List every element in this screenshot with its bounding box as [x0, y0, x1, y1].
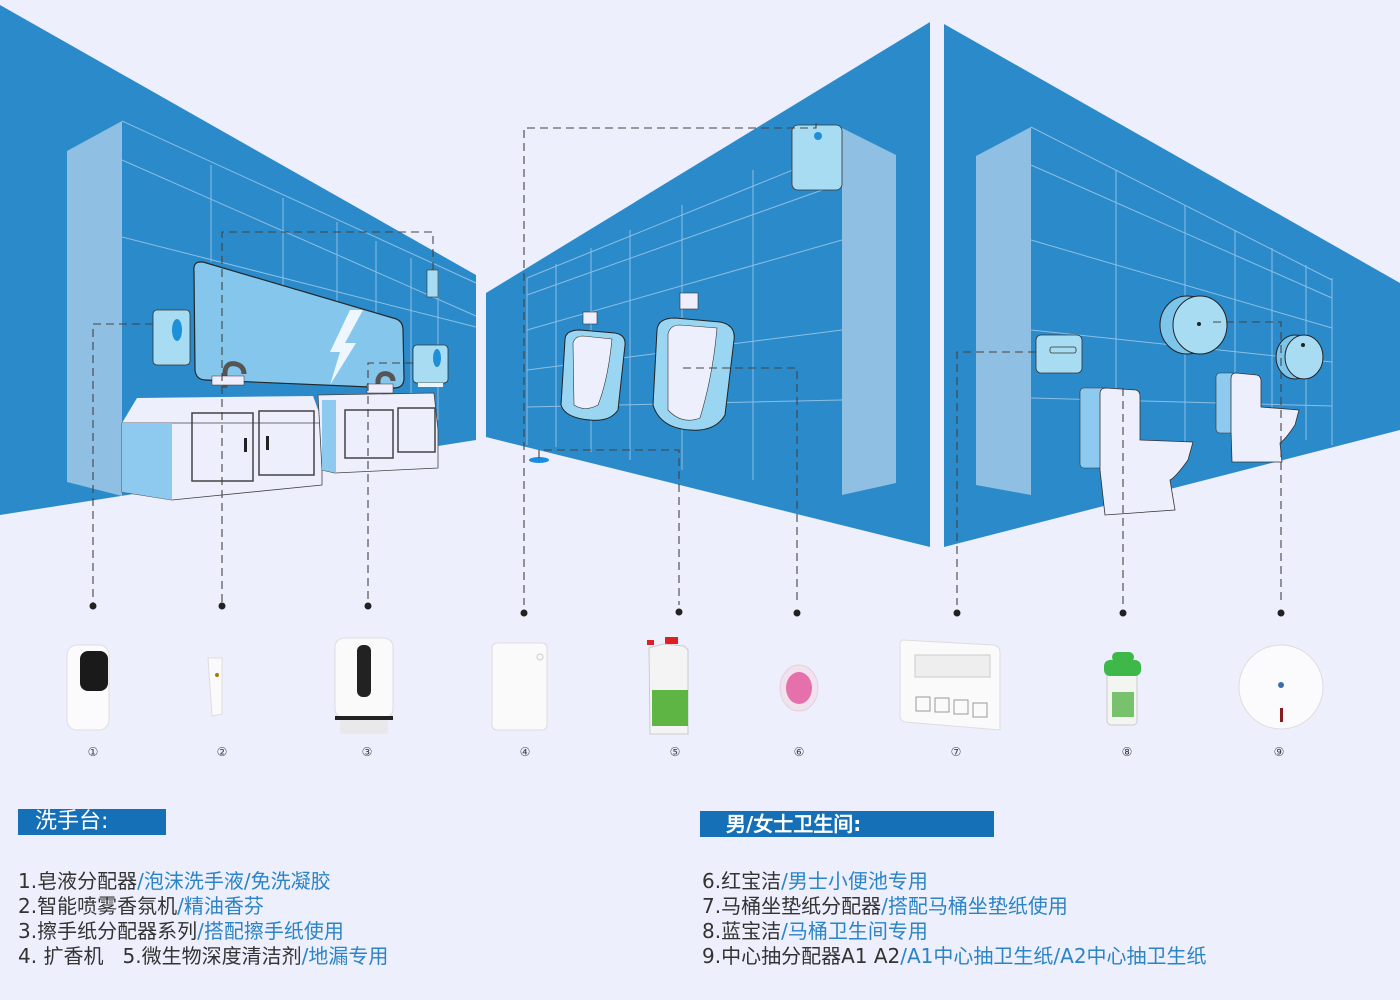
product-cleaner-bottle-image	[647, 637, 689, 735]
item-usage: /泡沫洗手液/免洗凝胶	[137, 869, 331, 893]
leader-dots	[89, 602, 1285, 617]
item-name: 7.马桶坐垫纸分配器	[702, 894, 882, 918]
mirror-glare-icon	[330, 310, 363, 385]
item-name: 8.蓝宝洁	[702, 919, 782, 943]
product-number-1: ①	[87, 745, 99, 759]
faucet	[222, 361, 396, 390]
toilet-fixture	[1215, 372, 1300, 463]
leader-lines	[92, 123, 1282, 605]
paper-towel-dispenser-fixture	[412, 344, 449, 387]
pillar-right	[976, 127, 1031, 495]
item-name: 4. 扩香机 5.微生物深度清洁剂	[18, 944, 302, 968]
item-name: 2.智能喷雾香氛机	[18, 894, 178, 918]
list-item: 7.马桶坐垫纸分配器/搭配马桶坐垫纸使用	[702, 894, 1207, 919]
wall-aroma-unit	[426, 269, 439, 298]
toilet-scene	[944, 24, 1400, 547]
list-item: 6.红宝洁/男士小便池专用	[702, 869, 1207, 894]
floor-drain-icon	[529, 457, 549, 463]
section-header-restroom: 男/女士卫生间:	[700, 811, 994, 837]
product-soap-dispenser-image	[66, 644, 110, 731]
list-item: 1.皂液分配器/泡沫洗手液/免洗凝胶	[18, 869, 388, 894]
urinal-scene	[486, 22, 930, 547]
urinal-fixture	[652, 292, 735, 431]
item-usage: /精油香芬	[177, 894, 264, 918]
jumbo-roll-dispenser-fixture	[1159, 295, 1228, 355]
item-usage: /搭配擦手纸使用	[197, 919, 344, 943]
product-number-8: ⑧	[1121, 745, 1133, 759]
product-aroma-diffuser-image	[491, 642, 548, 731]
list-item: 4. 扩香机 5.微生物深度清洁剂/地漏专用	[18, 944, 388, 969]
tile-grid	[1030, 126, 1333, 460]
item-usage: /男士小便池专用	[781, 869, 928, 893]
product-blue-toilet-block-image	[1104, 652, 1141, 726]
product-number-3: ③	[361, 745, 373, 759]
item-name: 3.擦手纸分配器系列	[18, 919, 198, 943]
item-usage: /马桶卫生间专用	[781, 919, 928, 943]
soap-dispenser-fixture	[152, 309, 191, 366]
product-number-2: ②	[216, 745, 228, 759]
list-item: 3.擦手纸分配器系列/搭配擦手纸使用	[18, 919, 388, 944]
washbasin-product-list: 1.皂液分配器/泡沫洗手液/免洗凝胶 2.智能喷雾香氛机/精油香芬 3.擦手纸分…	[18, 869, 388, 969]
product-towel-dispenser-image	[334, 637, 394, 734]
vanity-counter	[122, 396, 323, 423]
aroma-machine-fixture	[791, 124, 843, 191]
product-red-urinal-cake-image	[779, 664, 819, 712]
product-number-6: ⑥	[793, 745, 805, 759]
pillar-middle	[842, 128, 896, 495]
jumbo-roll-dispenser-fixture	[1275, 334, 1324, 380]
list-item: 2.智能喷雾香氛机/精油香芬	[18, 894, 388, 919]
product-number-5: ⑤	[669, 745, 681, 759]
item-usage: /地漏专用	[301, 944, 389, 968]
item-usage: /A1中心抽卫生纸/A2中心抽卫生纸	[900, 944, 1207, 968]
list-item: 8.蓝宝洁/马桶卫生间专用	[702, 919, 1207, 944]
item-name: 9.中心抽分配器A1 A2	[702, 944, 901, 968]
item-usage: /搭配马桶坐垫纸使用	[881, 894, 1068, 918]
product-seat-cover-dispenser-image	[899, 639, 1001, 731]
product-row	[66, 637, 1324, 735]
list-item: 9.中心抽分配器A1 A2/A1中心抽卫生纸/A2中心抽卫生纸	[702, 944, 1207, 969]
restroom-product-list: 6.红宝洁/男士小便池专用 7.马桶坐垫纸分配器/搭配马桶坐垫纸使用 8.蓝宝洁…	[702, 869, 1207, 969]
urinal-fixture	[560, 311, 626, 421]
product-number-7: ⑦	[950, 745, 962, 759]
pillar-left	[67, 121, 122, 496]
product-number-4: ④	[519, 745, 531, 759]
product-spray-fragrance-image	[207, 657, 223, 717]
seat-cover-dispenser-fixture	[1035, 334, 1083, 374]
section-header-washbasin: 洗手台:	[18, 809, 166, 835]
restroom-illustration	[0, 5, 1400, 735]
product-center-pull-dispenser-image	[1238, 644, 1324, 730]
mirror	[193, 261, 405, 389]
product-number-9: ⑨	[1273, 745, 1285, 759]
item-name: 6.红宝洁	[702, 869, 782, 893]
washbasin-scene	[0, 5, 477, 515]
item-name: 1.皂液分配器	[18, 869, 138, 893]
